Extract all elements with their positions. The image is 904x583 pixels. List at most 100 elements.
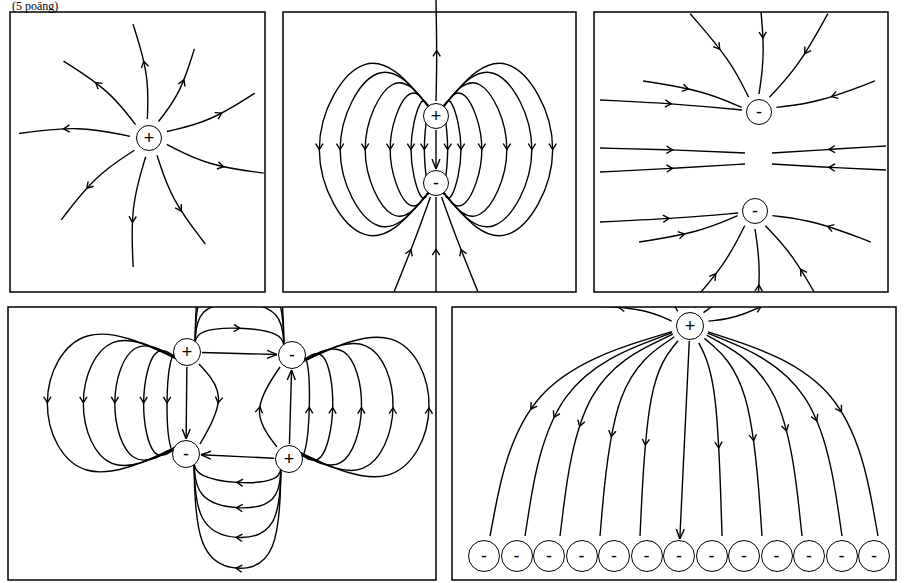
charge-circle: -: [826, 540, 858, 572]
charge-sign: +: [284, 450, 295, 468]
charge-sign: +: [685, 317, 696, 335]
field-line: [297, 349, 362, 465]
field-line: [157, 155, 205, 244]
field-line: [195, 328, 284, 347]
arrow-chevron: [709, 274, 716, 281]
panel-frame: [10, 12, 265, 292]
charge-circle: +: [676, 312, 704, 340]
field-line-connector: [201, 455, 274, 459]
charge-circle: -: [631, 540, 663, 572]
field-line: [194, 462, 281, 483]
arrow-chevron: [549, 144, 556, 150]
field-line: [759, 12, 763, 94]
arrow-chevron: [754, 307, 761, 312]
charge-sign: -: [741, 547, 747, 565]
charge-circle: -: [858, 540, 890, 572]
field-line: [600, 164, 745, 172]
field-line: [444, 93, 482, 206]
arrow-chevron: [178, 80, 185, 87]
field-line: [167, 144, 264, 173]
charge-circle: -: [598, 540, 630, 572]
arrow-chevron: [665, 100, 671, 107]
arrow-chevron: [129, 216, 136, 222]
arrow-chevron: [663, 215, 669, 222]
charge-circle: -: [746, 99, 772, 125]
arrow-chevron: [460, 249, 467, 256]
arrow-chevron: [444, 144, 451, 150]
field-line: [772, 146, 886, 153]
charge-circle: -: [278, 341, 306, 369]
field-line: [194, 462, 281, 537]
field-line-connector: [435, 130, 436, 169]
arrow-chevron: [801, 269, 807, 276]
field-lines: [433, 0, 440, 101]
field-line: [707, 335, 802, 536]
field-line: [132, 157, 146, 267]
field-line: [600, 213, 738, 222]
field-line: [582, 307, 672, 321]
charge-circle: -: [566, 540, 598, 572]
charge-sign: -: [871, 547, 877, 565]
field-line: [560, 334, 673, 536]
field-line: [64, 61, 136, 125]
field-line-connector: [202, 352, 277, 354]
arrow-chevron: [255, 407, 262, 413]
charge-sign: -: [546, 547, 552, 565]
field-line: [297, 354, 333, 461]
panel-frames: [8, 12, 896, 580]
charge-circle: -: [793, 540, 825, 572]
field-line: [444, 72, 532, 227]
field-line: [144, 351, 179, 456]
arrow-chevron: [215, 396, 222, 402]
field-line: [769, 14, 828, 98]
field-lines: [19, 24, 264, 267]
panel-frame: [8, 307, 436, 580]
field-line: [259, 367, 280, 447]
charge-sign: -: [611, 547, 617, 565]
arrow-chevron: [829, 164, 835, 171]
arrow-chevron: [87, 181, 94, 188]
arrow-chevron: [329, 407, 336, 413]
arrow-chevron: [336, 144, 343, 150]
panel-frame: [283, 12, 576, 292]
arrow-chevron: [832, 91, 839, 98]
charge-sign: -: [676, 547, 682, 565]
field-line: [614, 307, 678, 311]
task-label: (5 poäng): [12, 0, 58, 12]
field-line: [765, 226, 824, 292]
arrow-chevron: [828, 225, 835, 232]
charge-circle: +: [136, 125, 162, 151]
arrow-chevron: [678, 232, 685, 239]
arrow-chevron: [361, 144, 368, 150]
field-line: [686, 226, 745, 292]
field-line: [435, 197, 436, 292]
arrow-chevron: [96, 83, 103, 90]
arrow-chevron: [140, 397, 147, 403]
field-line: [365, 83, 428, 217]
field-line: [19, 129, 130, 137]
field-line: [195, 307, 284, 347]
field-line: [390, 93, 428, 206]
arrow-chevron: [578, 420, 585, 427]
arrow-chevron: [749, 434, 756, 440]
charge-circle: -: [501, 540, 533, 572]
field-line: [319, 63, 428, 235]
arrow-chevron: [715, 442, 722, 448]
field-line: [61, 150, 134, 220]
charge-circle: -: [423, 170, 449, 196]
field-line: [297, 344, 393, 471]
arrow-chevron: [64, 125, 70, 132]
field-line: [195, 307, 284, 347]
charge-sign: -: [774, 547, 780, 565]
arrow-chevron: [217, 162, 224, 169]
arrow-chevron: [236, 534, 242, 541]
field-line: [133, 24, 148, 119]
field-line: [194, 462, 281, 508]
arrow-chevron: [755, 285, 762, 291]
field-line: [297, 357, 309, 456]
field-line: [47, 334, 179, 472]
charge-circle: -: [742, 198, 768, 224]
